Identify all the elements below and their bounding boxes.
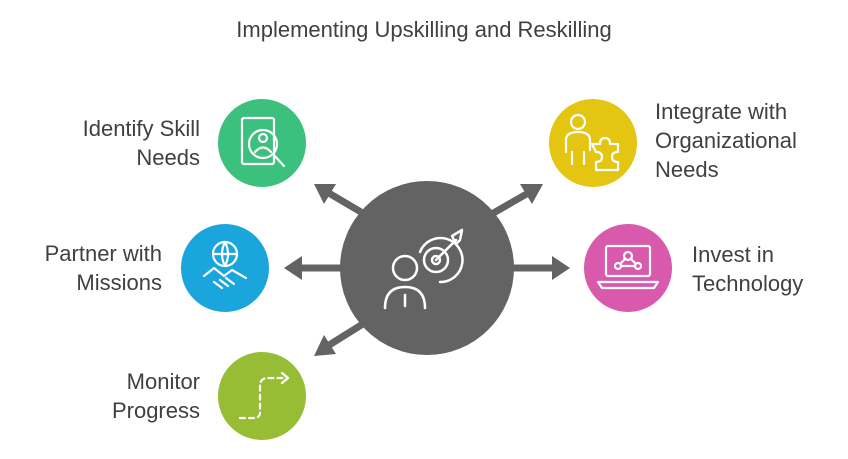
connector-arrows	[284, 184, 570, 356]
person-target-icon	[383, 228, 464, 310]
item-label-monitor: Monitor Progress	[111, 369, 200, 423]
arrow-partner	[284, 256, 342, 280]
item-label-integrate: Integrate with Organizational Needs	[655, 99, 797, 182]
item-label-identify: Identify Skill Needs	[82, 116, 200, 170]
arrow-monitor	[314, 319, 368, 356]
dashed-path-arrow-icon	[238, 371, 290, 420]
arrow-integrate	[488, 184, 543, 219]
laptop-network-icon	[596, 244, 660, 290]
arrow-identify	[314, 184, 368, 219]
monitor-circle	[218, 352, 306, 440]
diagram-title: Implementing Upskilling and Reskilling	[236, 17, 612, 42]
person-puzzle-icon	[564, 113, 620, 172]
invest-circle	[584, 224, 672, 312]
item-label-invest: Invest in Technology	[692, 242, 804, 296]
document-magnifier-person-icon	[240, 116, 286, 168]
arrow-invest	[512, 256, 570, 280]
item-label-partner: Partner with Missions	[44, 241, 162, 295]
partner-circle	[181, 224, 269, 312]
globe-handshake-icon	[202, 240, 248, 290]
